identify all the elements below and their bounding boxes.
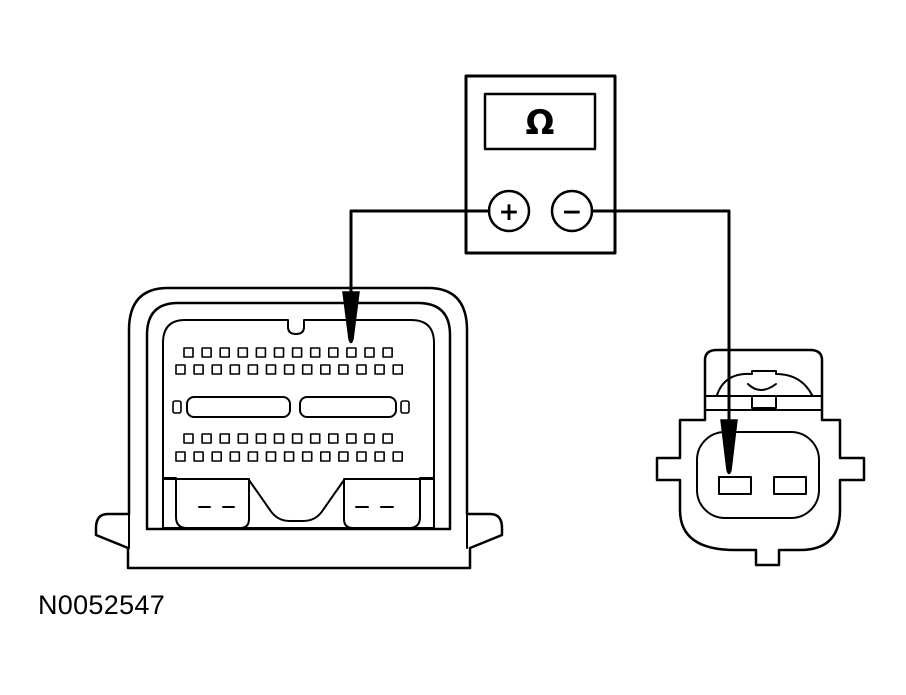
module-connector <box>94 286 504 570</box>
key-tab-left <box>172 400 182 414</box>
negative-label: − <box>562 197 583 226</box>
negative-probe-tip <box>720 419 738 475</box>
connector-pin <box>219 433 230 444</box>
latch-center <box>248 479 345 522</box>
connector-pin <box>301 451 313 462</box>
connector-pin <box>273 433 285 444</box>
connector-pin <box>229 451 241 462</box>
connector-pin <box>356 451 367 462</box>
connector-pin <box>255 347 267 358</box>
ohm-symbol: Ω <box>526 103 555 143</box>
sensor-pin-1 <box>718 476 752 495</box>
connector-pin <box>364 347 375 358</box>
negative-test-lead <box>590 209 731 422</box>
connector-pin <box>183 433 194 444</box>
connector-pin <box>193 364 204 375</box>
sensor-pin-2 <box>773 476 807 495</box>
sensor-connector-body <box>655 348 866 567</box>
connector-pin <box>291 347 303 358</box>
connector-pin <box>211 364 222 375</box>
figure-code: N0052547 <box>38 590 166 620</box>
connector-pin <box>346 433 357 444</box>
connector-pin <box>319 451 331 462</box>
connector-pin <box>255 433 267 444</box>
connector-pin <box>229 364 241 375</box>
connector-face <box>162 319 435 529</box>
connector-pin <box>327 433 339 444</box>
connector-pin <box>392 364 404 375</box>
connector-pin <box>193 451 204 462</box>
connector-pin <box>247 451 259 462</box>
connector-pin <box>374 451 385 462</box>
connector-pin <box>175 364 186 375</box>
connector-pin <box>364 433 375 444</box>
latch-left <box>162 477 250 529</box>
connector-pin <box>175 451 186 462</box>
connector-housing-inner <box>145 301 452 531</box>
connector-pin <box>273 347 285 358</box>
sensor-latch <box>716 370 813 409</box>
positive-label: + <box>499 197 520 226</box>
connector-pin <box>283 364 295 375</box>
connector-pin <box>356 364 367 375</box>
connector-pin <box>338 451 349 462</box>
connector-pin <box>265 451 277 462</box>
keying-slot-left <box>186 396 291 418</box>
keying-slot-right <box>299 396 397 418</box>
positive-test-lead <box>349 209 491 294</box>
latch-right <box>343 477 435 529</box>
connector-pin <box>309 433 321 444</box>
connector-pin <box>309 347 321 358</box>
connector-pin <box>346 347 357 358</box>
key-tab-right <box>400 400 410 414</box>
connector-pin <box>201 433 212 444</box>
connector-pin <box>392 451 404 462</box>
connector-pin <box>265 364 277 375</box>
connector-pin <box>382 347 393 358</box>
meter-body <box>464 74 617 255</box>
connector-pin <box>301 364 313 375</box>
pin-rows <box>175 347 404 462</box>
connector-pin <box>382 433 393 444</box>
connector-pin <box>201 347 212 358</box>
positive-probe-tip <box>342 291 360 344</box>
connector-pin <box>211 451 222 462</box>
connector-pin <box>237 433 249 444</box>
connector-pin <box>338 364 349 375</box>
connector-pin <box>327 347 339 358</box>
sensor-connector <box>655 348 866 567</box>
connector-pin <box>283 451 295 462</box>
connector-pin <box>219 347 230 358</box>
connector-pin <box>183 347 194 358</box>
connector-pin <box>237 347 249 358</box>
meter-display <box>483 92 597 151</box>
connector-housing-outer <box>94 286 504 570</box>
connector-pin <box>319 364 331 375</box>
connector-pin <box>374 364 385 375</box>
connector-pin <box>291 433 303 444</box>
connector-pin <box>247 364 259 375</box>
sensor-connector-face <box>696 431 820 519</box>
